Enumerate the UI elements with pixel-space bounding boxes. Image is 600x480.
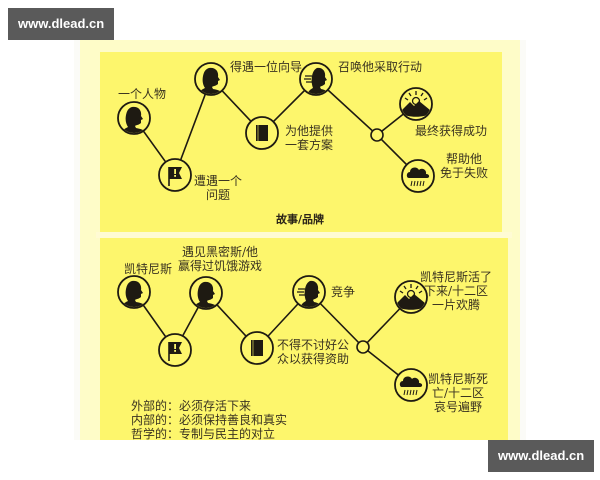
bottom-node-sun — [394, 280, 428, 314]
label-line: 哀号遍野 — [434, 400, 483, 414]
bottom-node-mentor — [189, 276, 223, 310]
top-node-flag — [158, 158, 192, 192]
panel-title: 故事/品牌 — [276, 213, 325, 226]
label-sponsors: 不得不讨好公 众以获得资助 — [277, 338, 349, 366]
label-line: 帮助他 — [446, 152, 483, 166]
top-node-mentor — [194, 62, 228, 96]
label-avoid-failure: 帮助他 免于失败 — [440, 152, 488, 180]
label-dies: 凯特尼斯死 亡/十二区 哀号遍野 — [428, 372, 488, 414]
bottom-node-junction — [356, 340, 370, 354]
top-node-junction — [370, 128, 384, 142]
label-line: 赢得过饥饿游戏 — [178, 259, 263, 273]
label-line: 凯特尼斯死 — [428, 372, 489, 386]
label-line: 一片欢腾 — [432, 298, 481, 312]
label-character: 一个人物 — [118, 87, 167, 101]
problem-internal: 内部的：必须保持善良和真实 — [131, 413, 288, 427]
top-node-book — [245, 116, 279, 150]
label-line: 为他提供 — [285, 124, 334, 138]
label-compete: 竞争 — [331, 285, 356, 299]
bottom-node-person — [117, 275, 151, 309]
watermark-top-left: www.dlead.cn — [8, 8, 115, 40]
bottom-node-speaker — [292, 275, 326, 309]
watermark-bottom-right: www.dlead.cn — [488, 440, 595, 472]
label-line: 下来/十二区 — [423, 284, 489, 298]
label-plan: 为他提供 一套方案 — [285, 124, 333, 152]
bottom-node-flag — [158, 333, 192, 367]
label-line: 免于失败 — [440, 166, 489, 180]
label-survives: 凯特尼斯活了 下来/十二区 一片欢腾 — [420, 270, 492, 312]
label-line: 亡/十二区 — [431, 386, 485, 400]
bottom-node-book — [240, 331, 274, 365]
top-node-speaker — [299, 62, 333, 96]
label-success: 最终获得成功 — [415, 124, 488, 138]
label-line: 问题 — [206, 188, 231, 202]
label-call-to-action: 召唤他采取行动 — [338, 60, 423, 74]
problem-list: 外部的：必须存活下来 内部的：必须保持善良和真实 哲学的：专制与民主的对立 — [131, 399, 287, 441]
label-katniss: 凯特尼斯 — [124, 262, 173, 276]
bottom-node-storm — [394, 368, 428, 402]
label-line: 一套方案 — [285, 138, 334, 152]
problem-external: 外部的：必须存活下来 — [131, 399, 252, 413]
top-node-sun — [399, 87, 433, 121]
label-haymitch: 遇见黑密斯/他 赢得过饥饿游戏 — [178, 245, 262, 273]
label-guide: 得遇一位向导 — [230, 60, 303, 74]
label-problem: 遭遇一个 问题 — [194, 174, 242, 202]
label-line: 不得不讨好公 — [277, 338, 350, 352]
top-node-storm — [401, 159, 435, 193]
label-line: 遇见黑密斯/他 — [181, 245, 259, 259]
label-line: 遭遇一个 — [194, 174, 243, 188]
panel-divider — [96, 232, 512, 238]
label-line: 众以获得资助 — [277, 352, 350, 366]
top-node-person — [117, 101, 151, 135]
problem-philosophical: 哲学的：专制与民主的对立 — [131, 427, 276, 441]
label-line: 凯特尼斯活了 — [420, 270, 493, 284]
